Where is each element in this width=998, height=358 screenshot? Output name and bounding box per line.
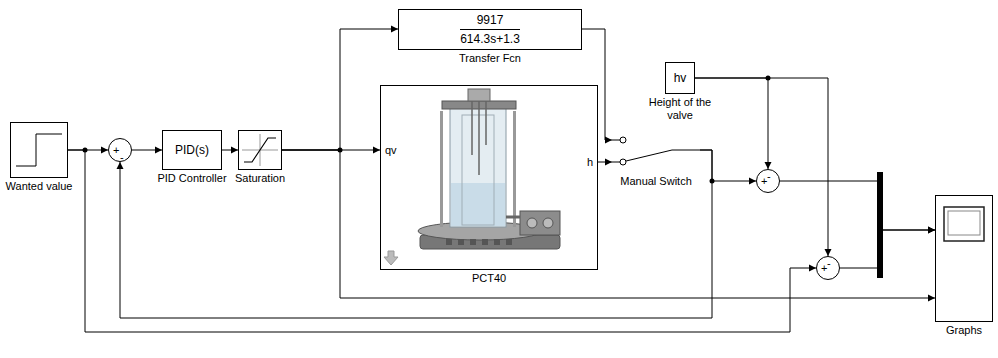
signal-line <box>132 150 162 151</box>
block-label: Wanted value <box>5 180 74 193</box>
block-label: PCT40 <box>471 272 507 285</box>
signal-line <box>222 150 238 151</box>
block-label: Transfer Fcn <box>458 52 522 65</box>
switch-icon <box>626 150 672 161</box>
signal-line <box>780 181 935 230</box>
tank-illustration <box>527 218 537 228</box>
saturation-block: Saturation <box>238 130 282 170</box>
fraction: 9917 614.3s+1.3 <box>460 13 520 46</box>
tank-illustration <box>513 111 516 227</box>
signal-line <box>120 150 712 318</box>
sum-circle: +- <box>756 169 780 193</box>
scope-icon <box>944 207 984 241</box>
pid-block: PID(s)PID Controller <box>162 130 222 170</box>
port-label: h <box>587 157 593 168</box>
sign-label: + <box>113 145 119 156</box>
block-label: Graphs <box>945 324 983 337</box>
signal-line <box>840 230 935 268</box>
transfer-fcn-block: 9917614.3s+1.3Transfer Fcn <box>398 9 582 50</box>
junction-dot <box>83 76 771 184</box>
tank-illustration <box>468 89 490 101</box>
sign-label: + <box>821 263 827 274</box>
plant-block: qvhPCT40 <box>380 85 598 270</box>
sign-label: - <box>120 152 124 163</box>
switch-icon <box>672 150 700 151</box>
mux-bar <box>877 172 883 278</box>
block-text: hv <box>674 71 687 85</box>
denominator: 614.3s+1.3 <box>460 32 520 46</box>
block-label: Saturation <box>234 172 286 185</box>
tank-illustration <box>506 216 520 219</box>
fraction-bar <box>460 29 520 30</box>
block-label: Manual Switch <box>619 175 693 188</box>
manual-switch: Manual Switch <box>612 128 700 172</box>
tank-illustration <box>458 239 464 245</box>
port-label: qv <box>385 145 397 156</box>
tank-illustration <box>478 101 480 175</box>
sign-label: - <box>767 171 771 182</box>
block-content: PID(s) <box>163 131 221 169</box>
switch-icon <box>612 162 620 163</box>
saturation-icon <box>244 138 276 162</box>
tank-illustration <box>471 101 473 155</box>
signal-line <box>68 150 816 332</box>
tank-illustration <box>462 115 494 225</box>
tank-illustration <box>451 183 505 226</box>
numerator: 9917 <box>477 13 504 27</box>
block-label: PID Controller <box>156 172 227 185</box>
sign-label: - <box>827 258 831 269</box>
tank-illustration <box>384 251 398 265</box>
tank-illustration <box>543 218 553 228</box>
step-block: Wanted value <box>10 122 68 178</box>
step-icon <box>16 134 62 166</box>
tank-illustration <box>520 211 560 235</box>
tank-illustration <box>482 239 488 245</box>
block-label: Height of the valve <box>647 96 713 122</box>
switch-icon <box>612 140 620 141</box>
scope-icon <box>948 211 980 235</box>
step-icon <box>16 134 62 166</box>
tank-illustration <box>384 89 560 265</box>
signal-line <box>695 78 828 256</box>
sum-circle: +- <box>816 256 840 280</box>
saturation-icon <box>242 134 278 166</box>
switch-icon <box>612 137 700 165</box>
block-content: hv <box>666 63 694 93</box>
tank-illustration <box>506 239 512 245</box>
tank-illustration <box>450 107 506 227</box>
scope-block: Graphs <box>935 195 993 322</box>
block-text: PID(s) <box>175 143 209 157</box>
tank-illustration <box>485 101 487 145</box>
switch-icon <box>620 137 626 143</box>
tank-illustration <box>470 239 476 245</box>
sum-circle: +- <box>108 138 132 162</box>
sign-label: + <box>761 176 767 187</box>
tank-illustration <box>446 239 452 245</box>
mux-bar <box>877 172 883 278</box>
constant-block: hvHeight of the valve <box>665 62 695 94</box>
signal-line <box>695 78 768 169</box>
scope-icon <box>944 207 984 241</box>
signal-line <box>700 150 756 181</box>
tank-illustration <box>440 111 443 227</box>
tank-illustration <box>494 239 500 245</box>
switch-icon <box>620 159 626 165</box>
block-content: 9917 614.3s+1.3 <box>399 10 581 49</box>
signal-line <box>598 162 612 163</box>
tank-illustration <box>446 239 512 245</box>
